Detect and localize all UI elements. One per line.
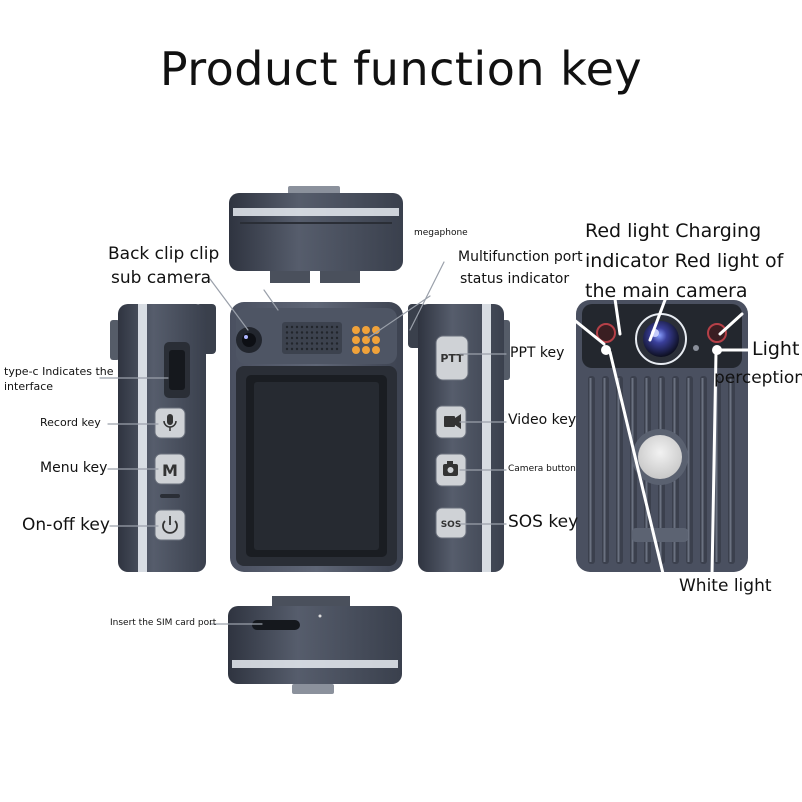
typec-label-line2: interface — [4, 380, 54, 393]
red-light-label-line2: indicator Red light of — [585, 250, 784, 272]
main-camera-lens — [635, 313, 687, 365]
white-light-label: White light — [679, 576, 772, 596]
red-indicator-light — [596, 323, 727, 343]
status-indicator-label: status indicator — [460, 271, 570, 287]
sos-key-glyph: SOS — [441, 520, 462, 530]
menu-key-label: Menu key — [40, 460, 108, 476]
red-light-label-line1: Red light Charging — [585, 220, 762, 242]
camera-icon — [443, 461, 458, 476]
record-key-label: Record key — [40, 416, 101, 429]
menu-key-glyph: M — [162, 461, 178, 480]
megaphone-label: megaphone — [414, 228, 468, 238]
typec-label-line1: type-c Indicates the — [4, 365, 114, 378]
ppt-key-label: PPT key — [510, 345, 565, 361]
front-view — [230, 302, 403, 572]
red-light-label-line3: the main camera — [585, 280, 748, 302]
ptt-key-glyph: PTT — [440, 352, 464, 365]
multifunction-port-label: Multifunction port — [458, 249, 583, 265]
microphone-icon — [163, 414, 177, 431]
light-perception-sensor — [693, 345, 699, 351]
video-key-label: Video key — [508, 412, 577, 428]
status-indicator-pad — [352, 326, 380, 354]
page-title: Product function key — [159, 42, 643, 96]
light-perception-label-line1: Light — [752, 338, 800, 360]
sim-port-label: Insert the SIM card port — [110, 618, 217, 628]
sos-key-label: SOS key — [508, 512, 579, 532]
camera-button-label: Camera button — [508, 464, 576, 474]
light-perception-label-line2: perception — [714, 368, 802, 388]
bottom-view — [228, 596, 402, 694]
left-side-view — [110, 304, 216, 572]
sub-camera-label: sub camera — [111, 268, 212, 288]
power-icon — [162, 516, 178, 534]
top-view — [229, 186, 403, 283]
back-clip-label: Back clip clip — [108, 244, 220, 264]
right-side-view — [408, 304, 510, 572]
leader-lines-dark — [99, 261, 507, 625]
speaker-grille — [282, 322, 342, 354]
video-icon — [444, 414, 461, 429]
onoff-key-label: On-off key — [22, 515, 110, 535]
leader-lines — [99, 261, 754, 625]
